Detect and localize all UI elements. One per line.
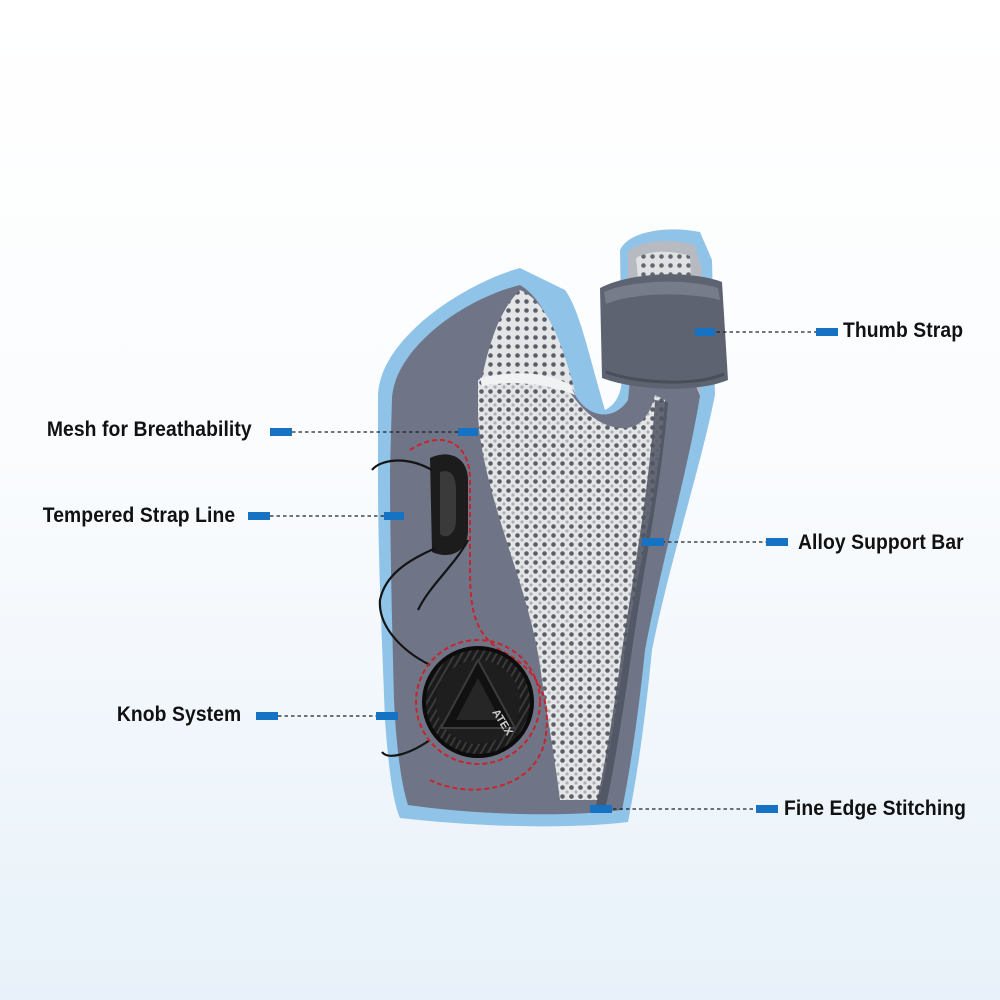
callout-markers — [248, 328, 838, 813]
strap-line-marker — [248, 512, 270, 520]
mesh-label: Mesh for Breathability — [47, 418, 252, 441]
thumb-strap-label: Thumb Strap — [843, 319, 964, 342]
mesh-upper-band — [482, 290, 575, 392]
knob-marker — [256, 712, 278, 720]
lace-guide — [430, 454, 468, 556]
edge-stitching-marker — [590, 805, 612, 813]
knob-marker-end — [376, 712, 398, 720]
laces — [371, 459, 469, 757]
support-bar-marker — [642, 538, 664, 546]
thumb-strap — [600, 274, 728, 389]
callout-lines — [270, 331, 818, 810]
thumb-strap-marker-end — [816, 328, 838, 336]
strap-line-marker-end — [384, 512, 404, 520]
support-bar-label: Alloy Support Bar — [798, 531, 964, 554]
mesh-marker — [270, 428, 292, 436]
strap-line-label: Tempered Strap Line — [42, 504, 235, 527]
alloy-support-bar — [596, 400, 668, 805]
edge-stitching-marker-end — [756, 805, 778, 813]
mesh-marker-end — [458, 428, 478, 436]
knob-system: ATEX — [415, 639, 541, 765]
red-stitching — [409, 439, 548, 791]
thumb-strap-marker — [695, 328, 715, 336]
support-bar-marker-end — [766, 538, 788, 546]
knob-label: Knob System — [116, 703, 241, 726]
edge-stitching-label: Fine Edge Stitching — [784, 797, 967, 820]
cuff-lining — [480, 373, 575, 395]
